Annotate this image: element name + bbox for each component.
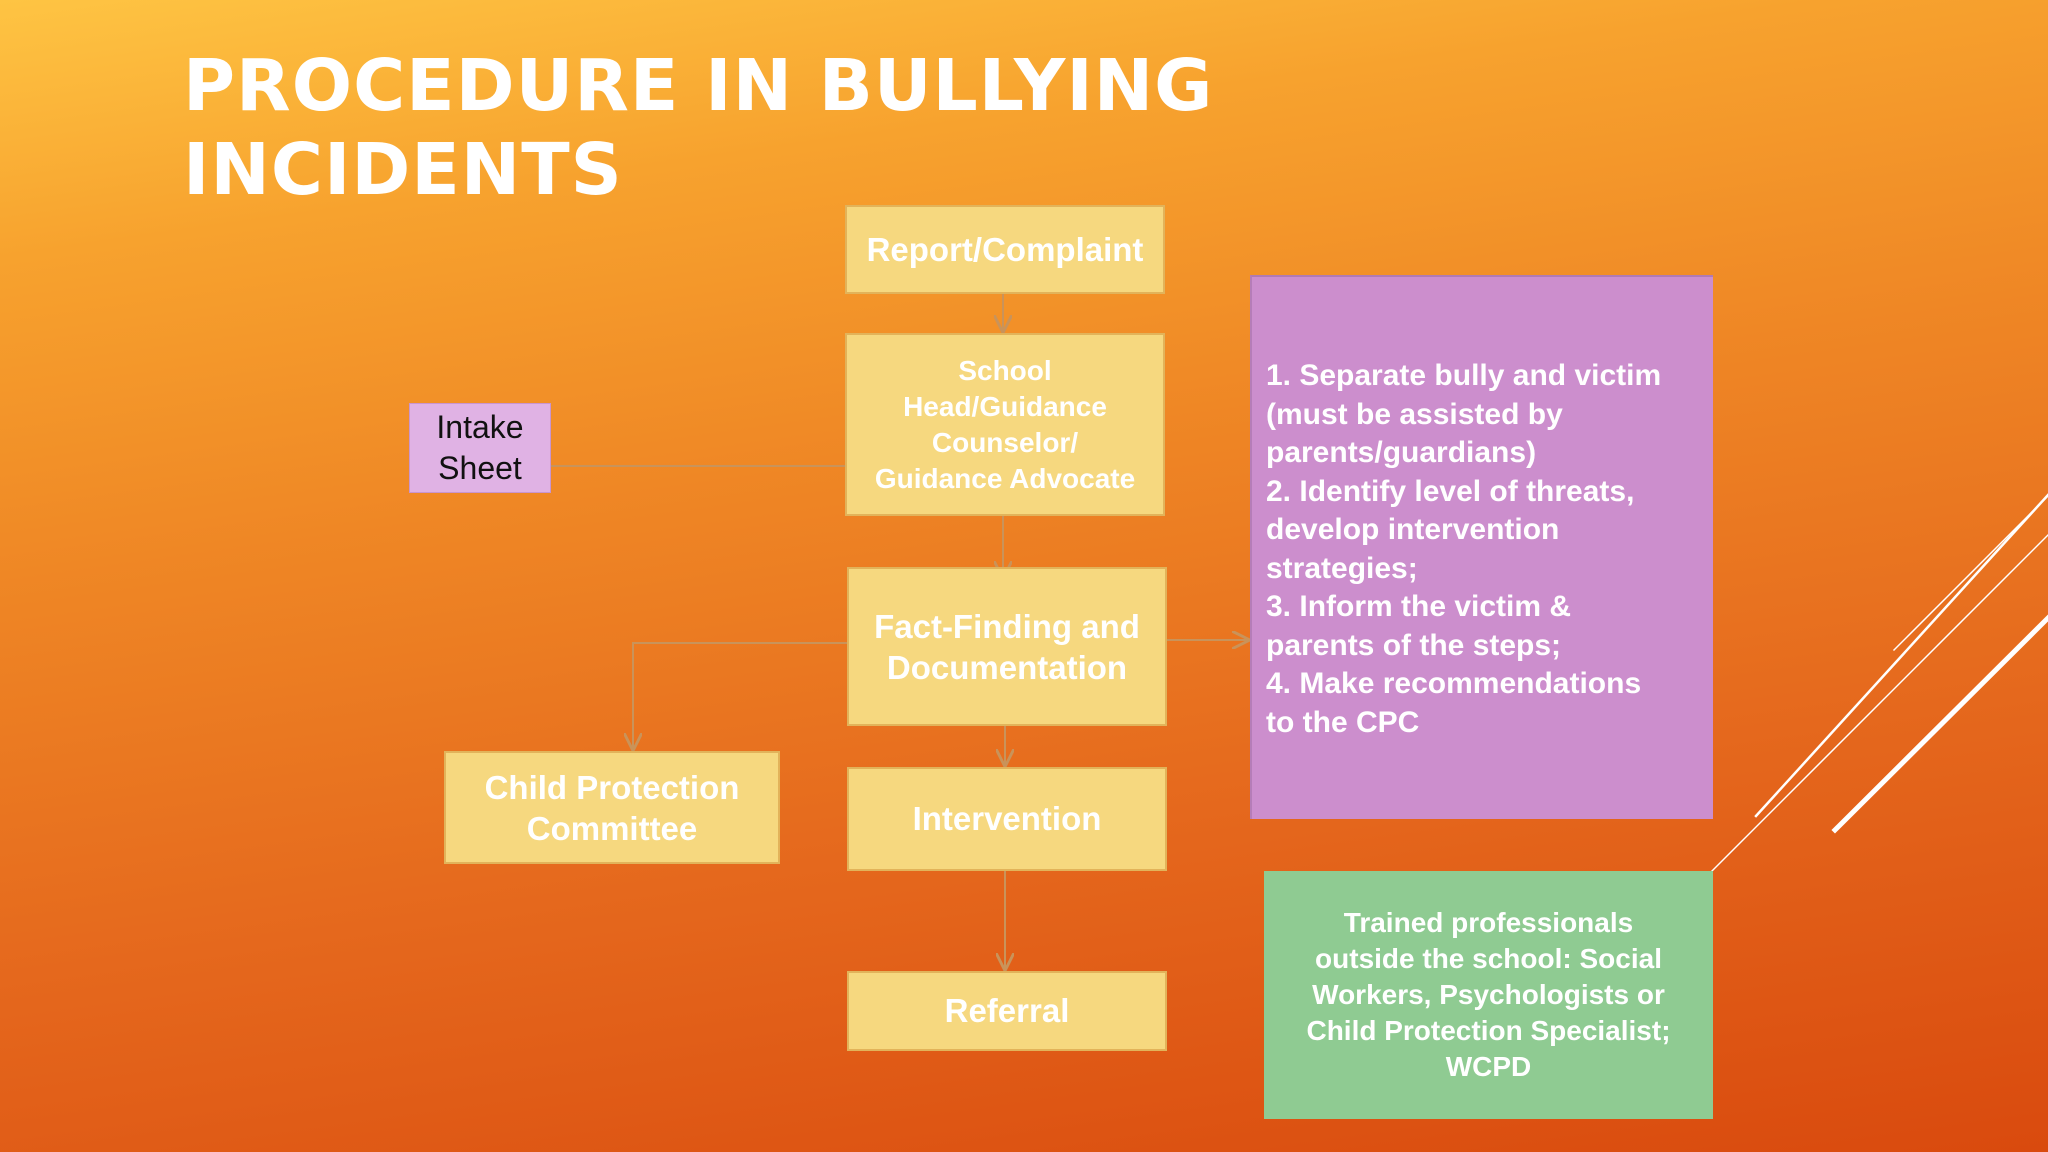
step-line: parents/guardians) bbox=[1266, 436, 1537, 469]
box-label: School Head/Guidance Counselor/ Guidance… bbox=[875, 353, 1135, 497]
label-line: Head/Guidance bbox=[903, 390, 1107, 422]
step-line: develop intervention bbox=[1266, 513, 1560, 546]
box-label: Trained professionals outside the school… bbox=[1306, 905, 1670, 1085]
decorative-lines bbox=[1710, 493, 2048, 873]
label-line: School bbox=[958, 354, 1052, 386]
step-line: strategies; bbox=[1266, 551, 1418, 585]
step-line: (must be assisted by bbox=[1266, 397, 1563, 431]
label-line: Intake bbox=[436, 409, 524, 445]
box-label: Intervention bbox=[912, 800, 1102, 837]
school-head-box: School Head/Guidance Counselor/ Guidance… bbox=[845, 333, 1165, 516]
box-label: Fact-Finding and Documentation bbox=[874, 606, 1140, 688]
label-line: WCPD bbox=[1445, 1051, 1532, 1082]
referral-box: Referral bbox=[847, 971, 1167, 1051]
slide-title: PROCEDURE IN BULLYING INCIDENTS bbox=[183, 44, 1283, 212]
step-line: parents of the steps; bbox=[1266, 628, 1562, 662]
professionals-box: Trained professionals outside the school… bbox=[1264, 871, 1713, 1119]
label-line: Documentation bbox=[886, 648, 1128, 686]
step-line: 2. Identify level of threats, bbox=[1266, 474, 1635, 508]
steps-panel: 1. Separate bully and victim (must be as… bbox=[1250, 275, 1713, 819]
label-line: Committee bbox=[526, 809, 698, 847]
intervention-box: Intervention bbox=[847, 767, 1167, 871]
box-label: Report/Complaint bbox=[866, 230, 1144, 268]
label-line: Fact-Finding and bbox=[874, 607, 1140, 645]
title-line: INCIDENTS bbox=[183, 128, 623, 211]
label-line: Sheet bbox=[438, 450, 522, 486]
step-line: 4. Make recommendations bbox=[1266, 667, 1642, 700]
label-line: outside the school: Social bbox=[1315, 943, 1662, 974]
report-complaint-box: Report/Complaint bbox=[845, 205, 1165, 294]
arrow-fact-to-cpc bbox=[633, 642, 847, 749]
intake-sheet-box: Intake Sheet bbox=[409, 403, 551, 493]
label-line: Trained professionals bbox=[1343, 907, 1634, 938]
fact-finding-box: Fact-Finding and Documentation bbox=[847, 567, 1167, 726]
label-line: Child Protection Specialist; bbox=[1306, 1015, 1671, 1046]
child-protection-committee-box: Child Protection Committee bbox=[444, 751, 780, 864]
label-line: Workers, Psychologists or bbox=[1312, 979, 1665, 1010]
label-line: Counselor/ bbox=[931, 426, 1079, 458]
label-line: Guidance Advocate bbox=[874, 462, 1136, 494]
step-line: to the CPC bbox=[1266, 705, 1420, 739]
title-line: PROCEDURE IN BULLYING bbox=[183, 44, 1214, 127]
label-line: Child Protection bbox=[484, 768, 740, 806]
box-label: Child Protection Committee bbox=[485, 767, 740, 849]
box-label: Intake Sheet bbox=[436, 407, 523, 489]
step-line: 3. Inform the victim & bbox=[1266, 590, 1572, 623]
box-label: Referral bbox=[944, 992, 1070, 1029]
step-line: 1. Separate bully and victim bbox=[1266, 359, 1662, 392]
